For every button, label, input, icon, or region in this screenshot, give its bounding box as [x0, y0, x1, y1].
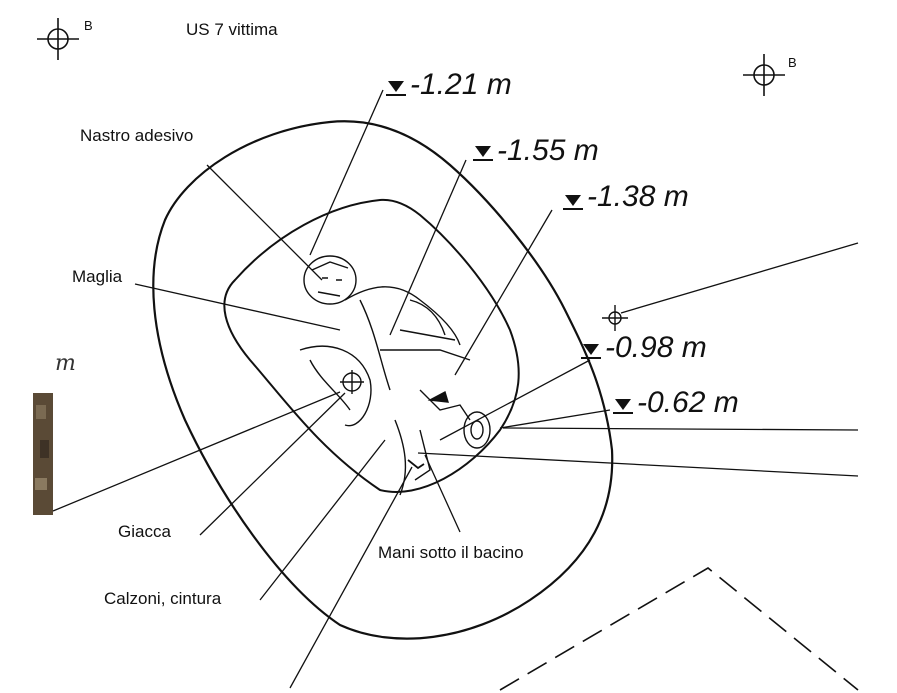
scale-letter: m: [55, 351, 76, 376]
elevation-label: -1.38 m: [587, 180, 689, 213]
elevation-label: -0.98 m: [605, 331, 707, 364]
label-maglia: Maglia: [72, 267, 123, 286]
label-nastro-adesivo: Nastro adesivo: [80, 126, 193, 145]
photo-strip: [33, 393, 53, 515]
elevation-label: -0.62 m: [637, 386, 739, 419]
elevation-triangle-icon: [581, 344, 601, 359]
reference-marker-label: B: [788, 55, 797, 70]
elevation-triangle-icon: [613, 399, 633, 414]
label-mani-sotto-il-bacino: Mani sotto il bacino: [378, 543, 524, 562]
inner-fill-outline: [223, 198, 520, 493]
reference-marker-label: B: [84, 18, 93, 33]
survey-point-icon: [602, 305, 628, 331]
elevation-triangle-icon: [473, 146, 493, 161]
elevation-label: -1.21 m: [410, 68, 512, 101]
elevation-markers: [386, 81, 633, 414]
elevation-label: -1.55 m: [497, 134, 599, 167]
leader-lines: [52, 89, 859, 689]
drawing-title: US 7 vittima: [186, 20, 278, 39]
reference-crosshair-icon: [37, 18, 79, 60]
label-giacca: Giacca: [118, 522, 171, 541]
label-calzoni-cintura: Calzoni, cintura: [104, 589, 222, 608]
reference-crosshair-icon: [743, 54, 785, 96]
outer-cut-outline: [152, 120, 614, 640]
skeleton-sketch: [299, 255, 491, 496]
elevation-triangle-icon: [386, 81, 406, 96]
dashed-trench-outline: [499, 567, 859, 691]
elevation-triangle-icon: [563, 195, 583, 210]
